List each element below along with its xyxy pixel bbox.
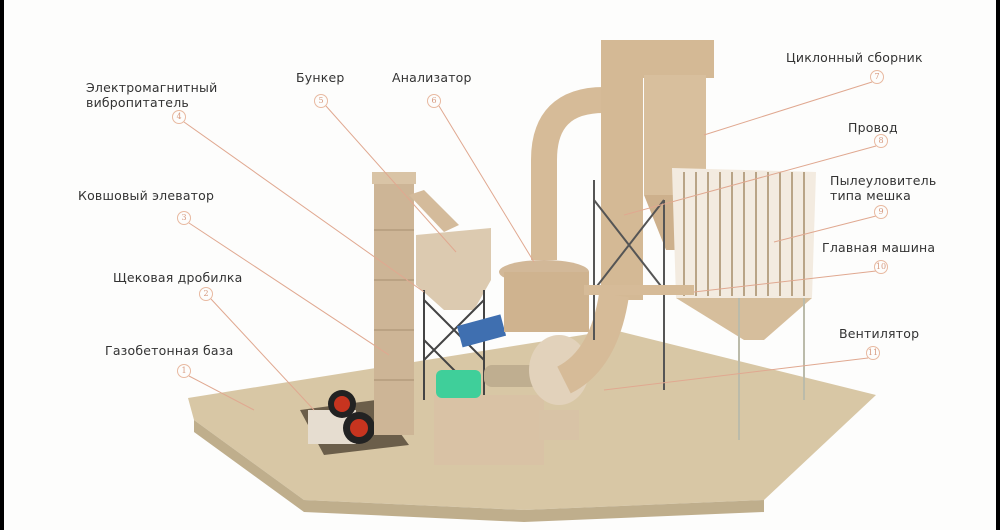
- hopper: [416, 228, 507, 401]
- diagram-canvas: Газобетонная база 1 Щековая дробилка 2 К…: [4, 0, 996, 530]
- marker-11: 11: [866, 346, 880, 360]
- leader-lines: [183, 81, 877, 411]
- label-electromagnetic-feeder: Электромагнитный вибропитатель: [86, 80, 218, 110]
- label-bucket-elevator: Ковшовый элеватор: [78, 188, 215, 203]
- marker-5: 5: [314, 94, 328, 108]
- label-analyzer: Анализатор: [392, 70, 472, 85]
- jaw-crusher: [308, 390, 375, 444]
- mill-illustration: [183, 40, 877, 522]
- label-jaw-crusher: Щековая дробилка: [113, 270, 243, 285]
- marker-2: 2: [199, 287, 213, 301]
- label-main-machine: Главная машина: [822, 240, 936, 255]
- marker-8: 8: [874, 134, 888, 148]
- label-cyclone-collector: Циклонный сборник: [786, 50, 923, 65]
- marker-3: 3: [177, 211, 191, 225]
- marker-7: 7: [870, 70, 884, 84]
- bag-dust-collector: [584, 168, 816, 440]
- cyclone-collector: [531, 40, 714, 394]
- label-bunker: Бункер: [296, 70, 345, 85]
- label-bag-dust-collector: Пылеуловитель типа мешка: [830, 173, 937, 203]
- marker-1: 1: [177, 364, 191, 378]
- marker-6: 6: [427, 94, 441, 108]
- marker-10: 10: [874, 260, 888, 274]
- label-aerated-concrete-base: Газобетонная база: [105, 343, 234, 358]
- main-machine: [434, 260, 589, 465]
- marker-9: 9: [874, 205, 888, 219]
- label-fan: Вентилятор: [839, 326, 920, 341]
- marker-4: 4: [172, 110, 186, 124]
- bucket-elevator: [372, 172, 459, 435]
- label-duct: Провод: [848, 120, 898, 135]
